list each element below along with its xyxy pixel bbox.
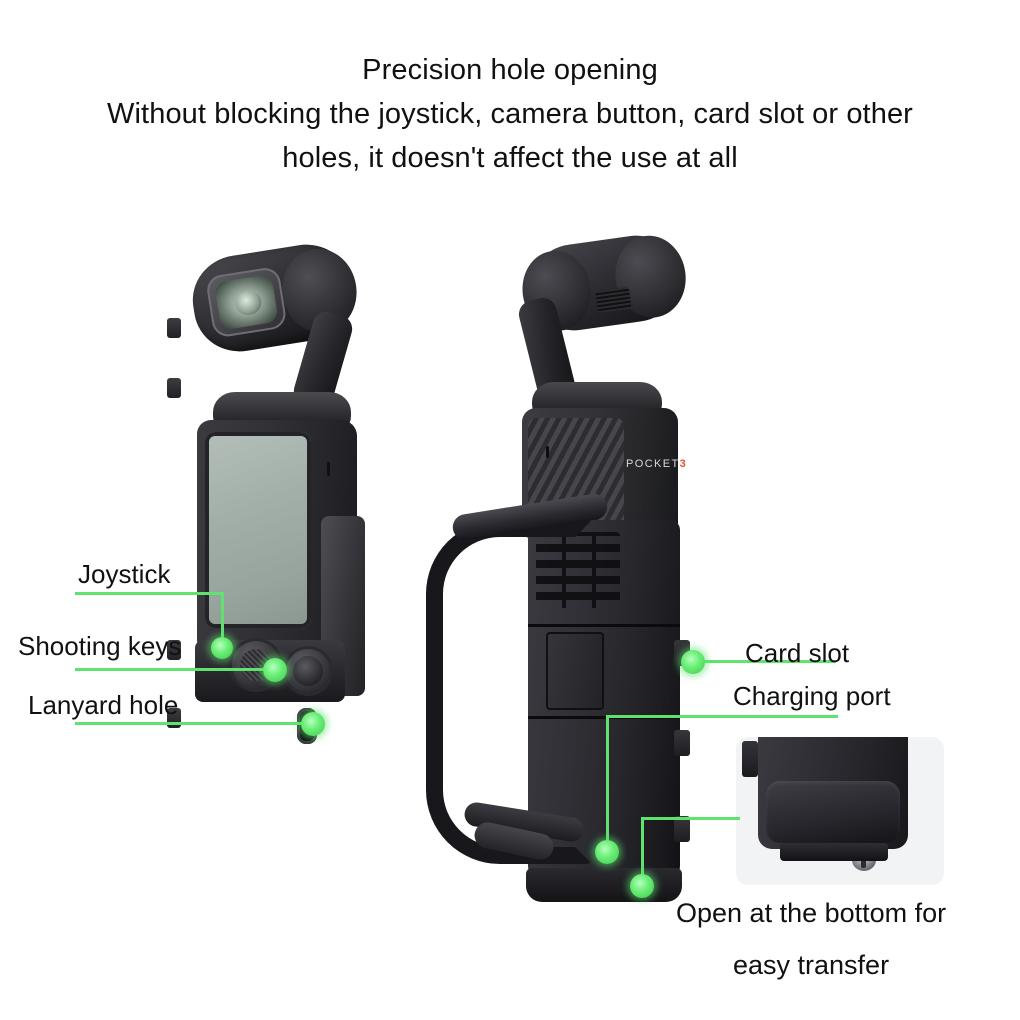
marker-charging-port <box>595 840 619 864</box>
microphone-hole <box>546 446 549 458</box>
callout-label-charging-port: Charging port <box>733 681 891 711</box>
headline-block: Precision hole opening Without blocking … <box>0 48 1020 180</box>
case-seam <box>528 624 680 627</box>
callout-label-joystick: Joystick <box>78 559 171 589</box>
leader-line-joystick <box>75 592 224 595</box>
brand-text: POCKET <box>626 458 680 470</box>
marker-bottom-opening <box>630 874 654 898</box>
leader-line-shooting-keys <box>75 668 275 671</box>
callout-label-shooting-keys: Shooting keys <box>18 631 182 661</box>
case-bottom-opening <box>526 868 682 902</box>
device-rear-view: POCKET3 <box>426 229 730 912</box>
model-number: 3 <box>679 458 688 470</box>
headline-line-3: holes, it doesn't affect the use at all <box>282 142 738 174</box>
leader-line-bottom-opening-drop <box>641 817 644 887</box>
case-tab <box>674 730 690 756</box>
microphone-hole <box>327 462 330 476</box>
marker-card-slot <box>681 650 705 674</box>
callout-label-card-slot: Card slot <box>745 638 850 668</box>
marker-lanyard-hole <box>301 712 325 736</box>
leader-line-joystick-drop <box>221 592 224 648</box>
shutter-button-inner <box>293 656 323 686</box>
marker-shooting-keys <box>263 658 287 682</box>
lens-plate <box>204 265 288 339</box>
callout-label-lanyard-hole: Lanyard hole <box>28 690 179 720</box>
case-tab <box>674 816 690 842</box>
device-front-view <box>167 238 390 900</box>
case-tab <box>167 378 181 398</box>
leader-line-bottom-opening <box>641 817 740 820</box>
marker-joystick <box>211 637 233 659</box>
shutter-button[interactable] <box>283 646 333 696</box>
leader-line-charging-port <box>606 715 838 718</box>
case-seam <box>528 716 680 719</box>
lens-pupil <box>233 289 264 317</box>
leader-line-lanyard-hole <box>75 722 313 725</box>
caption-line-1: Open at the bottom for <box>676 898 947 928</box>
leader-line-card-slot <box>700 660 836 663</box>
headline-line-1: Precision hole opening <box>362 54 658 86</box>
inset-strap <box>780 843 888 861</box>
lens-glass <box>213 273 279 331</box>
case-tab <box>167 318 181 338</box>
gimbal-vent <box>595 286 632 314</box>
inset-detail-panel <box>736 737 944 885</box>
caption-line-2: easy transfer <box>733 950 890 980</box>
port-door <box>546 632 604 710</box>
headline-line-2: Without blocking the joystick, camera bu… <box>107 98 913 130</box>
case-tab <box>167 640 181 660</box>
brand-logo: POCKET3 <box>626 458 687 470</box>
leader-line-charging-port-drop <box>606 715 609 851</box>
inset-bottom-cap <box>766 781 900 871</box>
inset-case-tab <box>742 741 758 777</box>
